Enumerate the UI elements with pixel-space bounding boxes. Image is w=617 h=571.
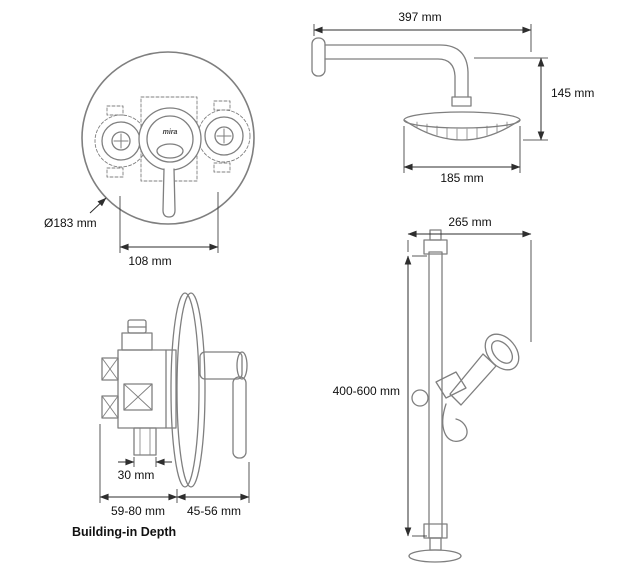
- inlet-port-bottom: [101, 395, 119, 419]
- front-depth-label: 45-56 mm: [187, 504, 241, 518]
- side-lever-handle: [232, 376, 247, 459]
- holder-knob: [411, 389, 429, 407]
- valve-front-dimensions: Ø183 mm 108 mm: [44, 192, 219, 268]
- face-plate-edge: [170, 292, 200, 488]
- outlet-stub: [133, 427, 157, 456]
- reach-label: 265 mm: [448, 215, 491, 229]
- rear-depth-label: 59-80 mm: [111, 504, 165, 518]
- arm-connector: [451, 96, 472, 107]
- handset-head: [484, 333, 520, 371]
- stub-label: 30 mm: [118, 468, 155, 482]
- slide-rail-view: [408, 229, 520, 563]
- spray-face-texture: [416, 121, 508, 140]
- trim-ring: [81, 51, 255, 225]
- lever-handle: [162, 168, 176, 218]
- diameter-label: Ø183 mm: [44, 216, 97, 230]
- slide-rail-dimensions: 265 mm 400-600 mm: [333, 215, 532, 537]
- overhead-shower-view: [311, 37, 521, 141]
- rail-tube: [428, 251, 443, 539]
- width-label: 108 mm: [128, 254, 171, 268]
- drop-label: 145 mm: [551, 86, 594, 100]
- rail-bottom-bracket: [423, 523, 448, 539]
- control-hub: [199, 351, 243, 380]
- rail-base: [408, 549, 462, 563]
- shower-head-rim: [403, 111, 521, 129]
- shower-head-face: [403, 119, 521, 141]
- shower-arm: [324, 44, 469, 98]
- hose-loop: [442, 403, 468, 442]
- valve-front-view: [81, 51, 255, 225]
- head-diameter-label: 185 mm: [440, 171, 483, 185]
- building-in-depth-caption: Building-in Depth: [72, 525, 176, 539]
- valve-side-dimensions: 30 mm 59-80 mm 45-56 mm Building-in Dept…: [72, 424, 250, 539]
- right-control-knob: [204, 116, 244, 156]
- central-hub: [138, 107, 202, 171]
- height-label: 400-600 mm: [333, 384, 400, 398]
- inlet-port-top: [101, 357, 119, 381]
- brand-label: mira: [163, 129, 178, 136]
- diameter-leader-line: [89, 197, 107, 214]
- arm-length-label: 397 mm: [398, 10, 441, 24]
- handset-holder: [435, 371, 467, 399]
- wall-flange: [311, 37, 326, 77]
- overhead-shower-dimensions: 397 mm 145 mm 185 mm: [313, 10, 594, 185]
- handset-grip: [449, 353, 497, 406]
- valve-side-view: [101, 292, 248, 488]
